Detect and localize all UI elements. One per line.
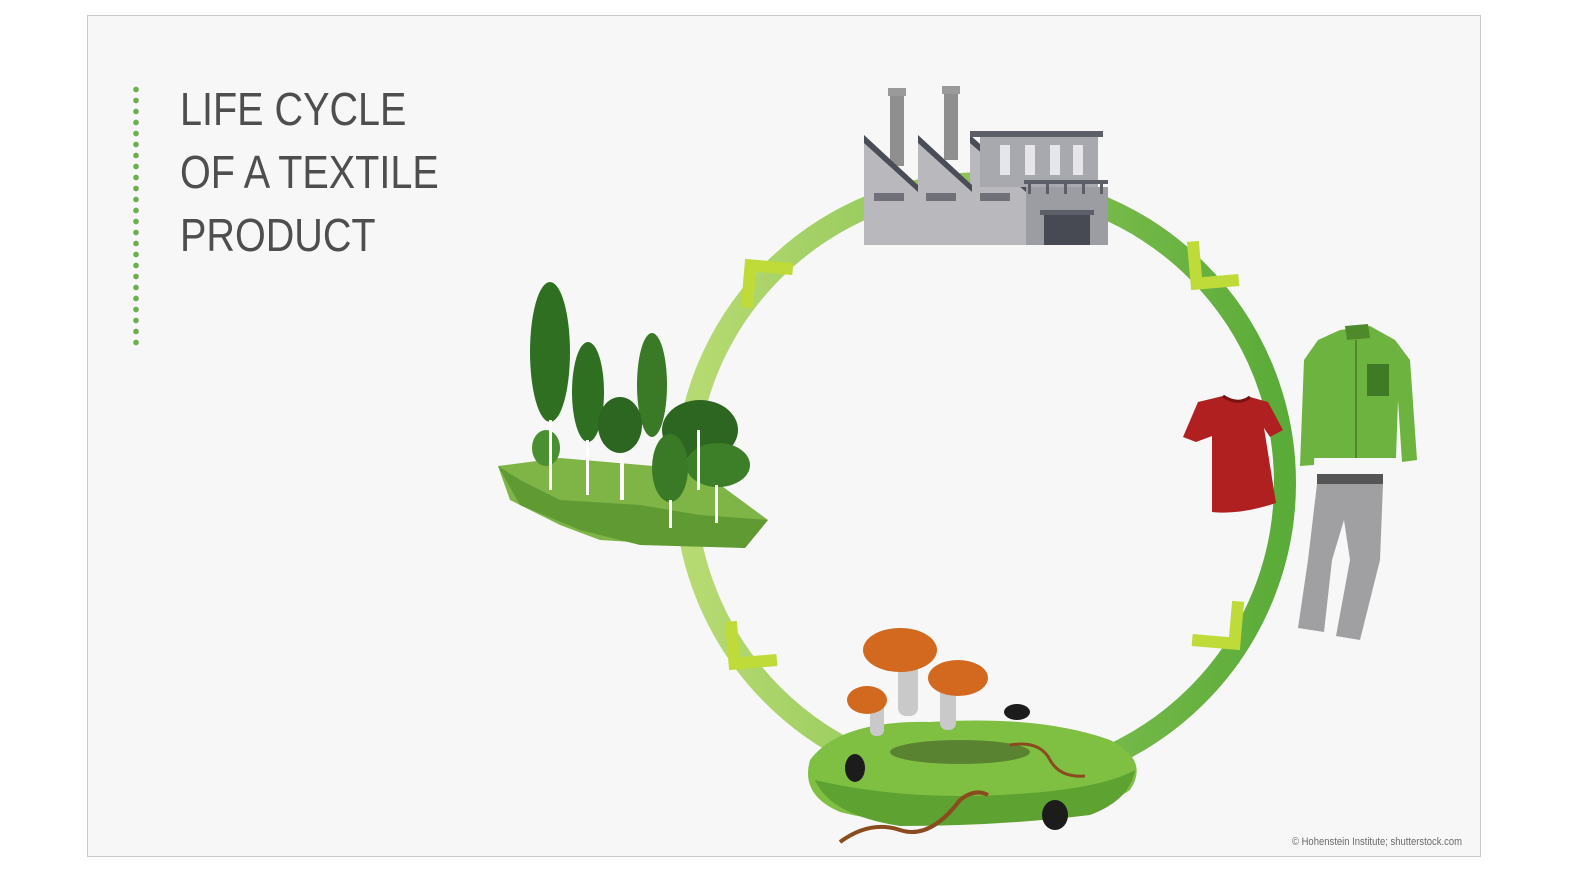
diagram-title: LIFE CYCLE OF A TEXTILE PRODUCT xyxy=(180,78,439,267)
image-credit: © Hohenstein Institute; shutterstock.com xyxy=(1292,836,1462,848)
cycle-arrow-icon xyxy=(740,258,794,309)
cycle-arrow-icon xyxy=(1186,240,1240,291)
trousers-icon xyxy=(1298,474,1383,640)
dotted-divider xyxy=(133,84,139,350)
factory-icon xyxy=(864,86,1108,245)
cycle-arrow-icon xyxy=(1191,600,1245,651)
cycle-arrow-icon xyxy=(724,620,778,671)
title-line: OF A TEXTILE xyxy=(180,146,439,198)
tshirt-icon xyxy=(1183,394,1283,513)
title-line: PRODUCT xyxy=(180,209,376,261)
soil-mushrooms-insects-icon xyxy=(808,628,1137,844)
trees-icon xyxy=(498,282,768,548)
jacket-icon xyxy=(1300,324,1417,466)
title-line: LIFE CYCLE xyxy=(180,83,407,135)
